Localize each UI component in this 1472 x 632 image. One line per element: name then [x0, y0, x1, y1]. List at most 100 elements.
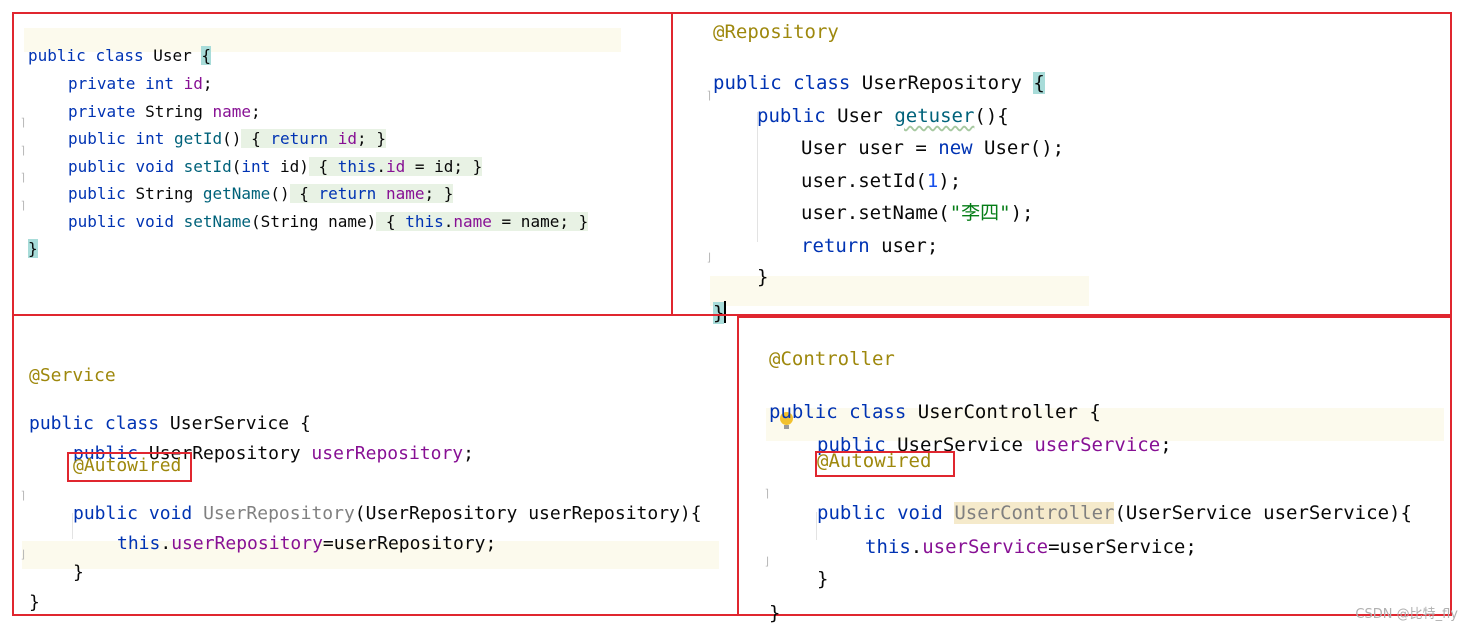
code-line: } — [28, 225, 38, 258]
annotation: @Autowired — [817, 450, 932, 472]
brace: } — [757, 266, 769, 288]
fold-marker: ⌋ — [764, 555, 771, 568]
annotation: @Repository — [713, 21, 839, 43]
constructor-name: UserController — [954, 502, 1115, 524]
code: = name; — [491, 212, 569, 231]
brace: } — [769, 602, 781, 624]
keyword: class — [849, 401, 907, 423]
method-name: getId — [173, 129, 223, 148]
params: (UserService userService){ — [1114, 502, 1412, 524]
code-line: public void setId(int id) { this.id = id… — [68, 143, 483, 176]
current-line-highlight — [766, 408, 1444, 441]
punct: . — [376, 157, 386, 176]
indent-guide — [757, 112, 758, 242]
current-line-highlight — [710, 276, 1089, 306]
keyword: return — [318, 184, 377, 203]
method-name: setName — [183, 212, 252, 231]
keyword: private — [68, 102, 136, 121]
keyword: return — [801, 235, 870, 257]
folded-body[interactable]: { return id; } — [241, 129, 386, 148]
brace: { — [299, 184, 309, 203]
text-caret — [724, 301, 727, 323]
code: user.setId( — [801, 170, 927, 192]
code-line: public class UserService { — [29, 397, 311, 433]
punct: . — [910, 536, 923, 558]
type: void — [148, 503, 193, 524]
type: String — [135, 184, 194, 203]
punct: ( — [231, 157, 242, 176]
code-line: public UserService userService; — [817, 417, 1172, 455]
repository-panel — [671, 12, 1452, 316]
code: user; — [869, 235, 939, 257]
class-name: UserService { — [159, 413, 311, 434]
punct: ; — [357, 129, 367, 148]
brace: } — [472, 157, 483, 176]
code-line: User user = new User(); — [801, 120, 1064, 158]
type: int — [135, 129, 165, 148]
fold-marker: ⌉ — [20, 171, 27, 184]
lightbulb-icon[interactable] — [780, 412, 793, 429]
controller-panel — [737, 316, 1452, 616]
code-line: public String getName() { return name; } — [68, 170, 454, 203]
code-line: private int id; — [68, 60, 213, 92]
keyword: public — [68, 129, 126, 148]
fold-marker: ⌉ — [20, 489, 27, 502]
keyword: public — [68, 212, 126, 231]
param: id) — [270, 157, 309, 176]
type: int — [145, 74, 174, 93]
keyword: private — [68, 74, 136, 93]
field: id — [385, 157, 406, 176]
signature: () — [270, 184, 290, 203]
code-line: private String name; — [68, 88, 261, 120]
brace: } — [443, 184, 454, 203]
folded-body[interactable]: { return name; } — [289, 184, 454, 203]
field: userRepository — [311, 443, 464, 464]
field: id — [183, 74, 203, 93]
keyword: public — [68, 184, 126, 203]
code-line: public int getId() { return id; } — [68, 115, 386, 148]
code: User(); — [972, 137, 1065, 159]
string-literal: "李四" — [949, 202, 1011, 224]
code: User user = — [801, 137, 939, 159]
code-line: public class User { — [28, 32, 212, 65]
keyword: public — [769, 401, 838, 423]
code-line: } — [769, 585, 780, 623]
brace: { — [385, 212, 396, 231]
code-line: user.setName("李四"); — [801, 185, 1034, 223]
brace: } — [713, 302, 725, 324]
type: UserService — [885, 434, 1035, 456]
number-literal: 1 — [926, 170, 939, 192]
current-line-highlight — [22, 541, 719, 569]
keyword: public — [73, 503, 139, 524]
autowired-highlight-box — [815, 451, 955, 477]
field: name — [385, 184, 425, 203]
field: name — [453, 212, 492, 231]
type: void — [897, 502, 943, 524]
brace: } — [28, 239, 38, 258]
keyword: new — [938, 137, 973, 159]
brace: { — [251, 129, 261, 148]
keyword: public — [817, 434, 886, 456]
code-line: public void UserController(UserService u… — [817, 485, 1412, 524]
folded-body[interactable]: { this.name = name; } — [376, 212, 589, 231]
keyword: this — [865, 536, 911, 558]
brace: } — [29, 592, 40, 613]
field: name — [212, 102, 252, 121]
code-line: public class UserRepository { — [713, 55, 1045, 94]
field: id — [337, 129, 358, 148]
type: void — [135, 157, 174, 176]
brace: } — [578, 212, 589, 231]
keyword: this — [337, 157, 377, 176]
keyword: public — [817, 502, 886, 524]
keyword: class — [793, 72, 851, 94]
fold-marker: ⌉ — [706, 89, 713, 102]
keyword: this — [117, 533, 161, 554]
keyword: class — [95, 46, 144, 65]
code: ); — [938, 170, 962, 192]
params: (UserRepository userRepository){ — [354, 503, 702, 524]
folded-body[interactable]: { this.id = id; } — [308, 157, 483, 176]
keyword: public — [29, 413, 95, 434]
fold-marker: ⌉ — [764, 487, 771, 500]
current-line-highlight — [24, 28, 621, 52]
type: int — [241, 157, 271, 176]
